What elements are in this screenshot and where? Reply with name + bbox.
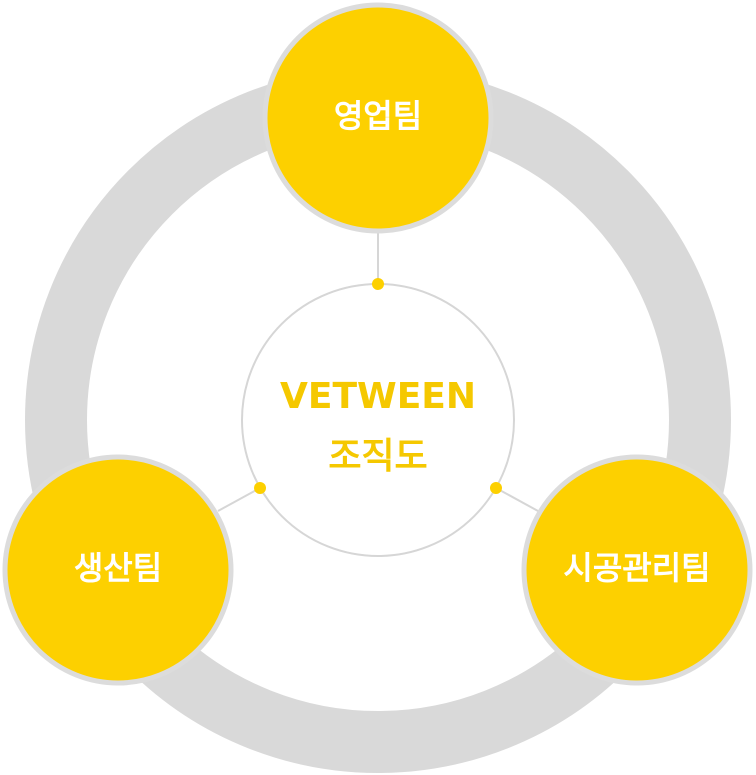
connector-dot-construction [490, 482, 502, 494]
team-node-construction: 시공관리팀 [521, 454, 753, 686]
team-node-construction-circle [521, 454, 753, 686]
team-node-production-label: 생산팀 [74, 549, 162, 587]
connector-dot-production [254, 482, 266, 494]
connector-production [217, 487, 261, 512]
connector-dot-sales [372, 278, 384, 290]
team-node-production: 생산팀 [2, 454, 234, 686]
connector-construction [495, 487, 539, 512]
team-node-sales: 영업팀 [262, 2, 494, 234]
center-title: VETWEEN [280, 376, 476, 417]
team-node-sales-label: 영업팀 [334, 97, 422, 135]
center-circle [241, 283, 515, 557]
center-subtitle: 조직도 [328, 436, 427, 477]
team-node-production-circle [2, 454, 234, 686]
team-node-sales-circle [262, 2, 494, 234]
team-node-construction-label: 시공관리팀 [563, 549, 710, 587]
